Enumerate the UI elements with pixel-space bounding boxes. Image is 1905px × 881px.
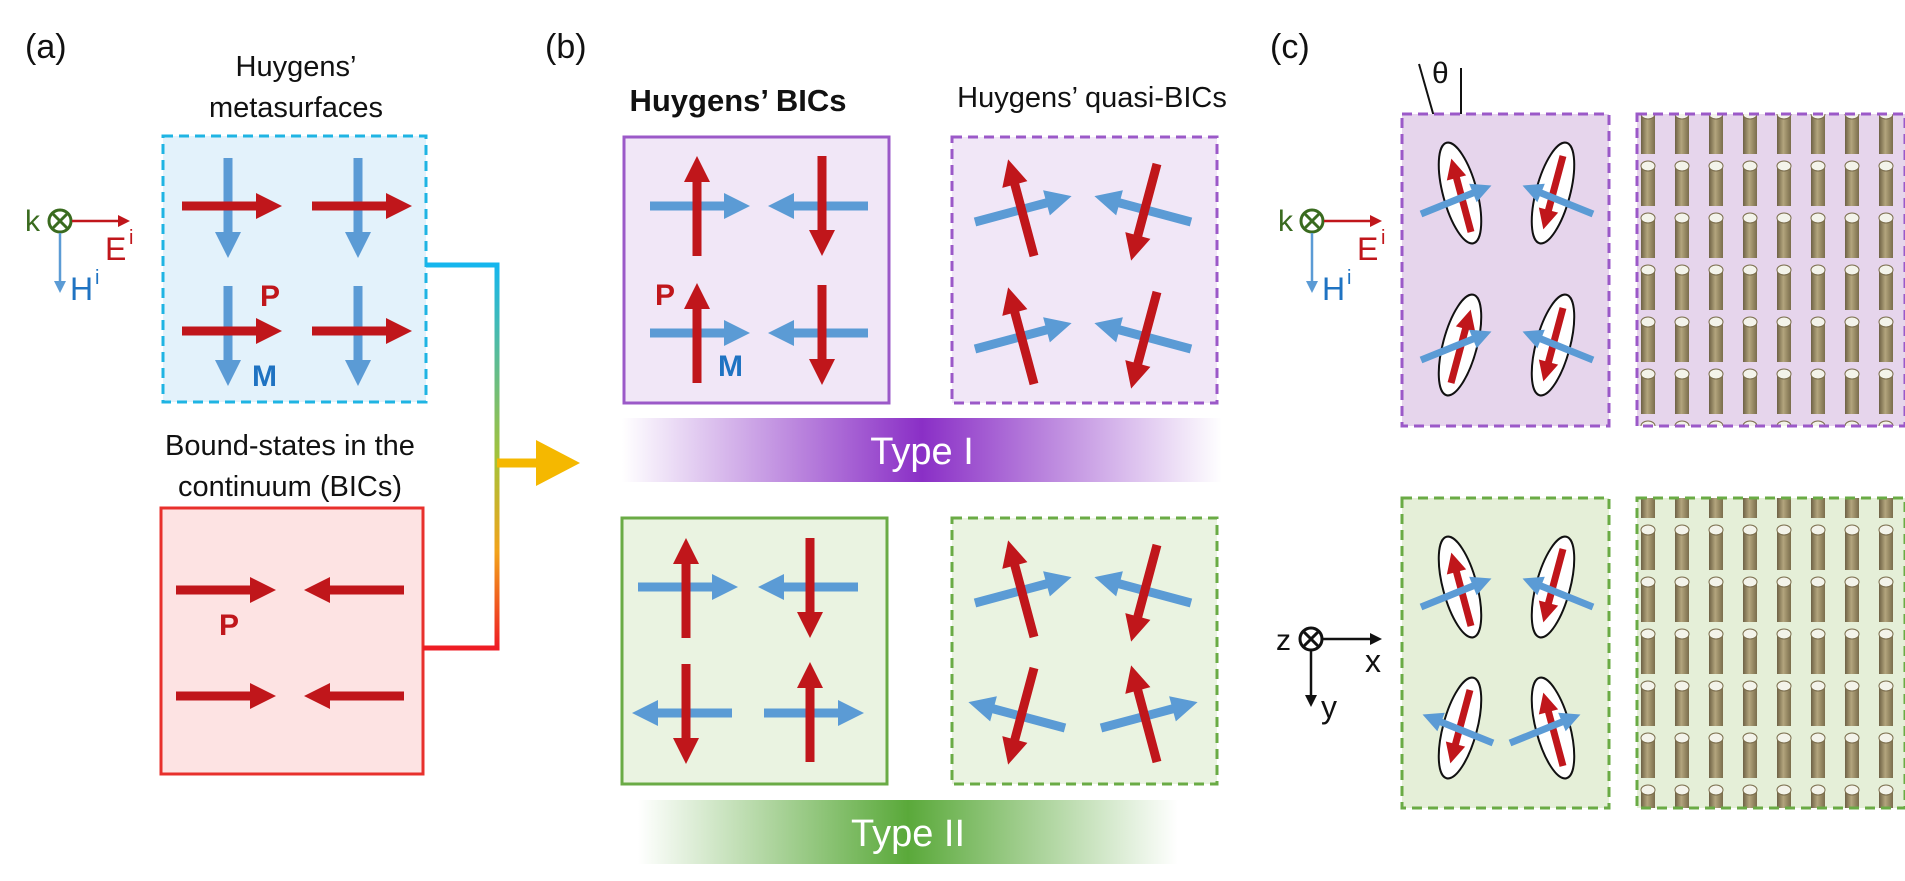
axis-x: x xyxy=(1365,643,1381,679)
bic-box: P xyxy=(159,506,425,776)
meta-label-p: P xyxy=(260,280,280,313)
bic-title-line2: continuum (BICs) xyxy=(178,471,402,503)
type2-unit-cell xyxy=(1400,496,1611,810)
axis-e-sup-c: i xyxy=(1381,227,1385,249)
type1-label-m: M xyxy=(718,350,743,383)
type2-bic-box xyxy=(620,516,889,786)
type2-qbic-box xyxy=(950,516,1219,786)
axes-z-x-y: z x y xyxy=(1276,624,1382,725)
type1-bar xyxy=(622,418,1222,482)
qbic-header: Huygens’ quasi-BICs xyxy=(957,82,1227,114)
panel-c-label: (c) xyxy=(1270,28,1310,66)
type1-label-p: P xyxy=(655,279,675,312)
theta-label: θ xyxy=(1432,57,1449,90)
axis-h-c: H xyxy=(1322,271,1345,307)
axis-h-sup: i xyxy=(95,267,99,289)
bic-label-p: P xyxy=(219,609,239,642)
axis-h-sup-c: i xyxy=(1347,267,1351,289)
axis-k: k xyxy=(25,205,41,238)
type2-bar xyxy=(638,800,1178,864)
type2-label: Type II xyxy=(851,813,965,855)
meta-title-line1: Huygens’ xyxy=(236,51,357,83)
axis-k-c: k xyxy=(1278,205,1294,238)
panel-b-label: (b) xyxy=(545,28,587,66)
connector-arrow-icon xyxy=(536,440,580,486)
meta-label-m: M xyxy=(252,360,277,393)
connector xyxy=(423,262,580,651)
axis-y: y xyxy=(1321,689,1337,725)
type2-pillar-render xyxy=(1635,496,1905,810)
type1-qbic-box xyxy=(950,135,1219,405)
type1-unit-cell xyxy=(1400,112,1611,428)
axis-e: E xyxy=(105,231,126,267)
type1-label: Type I xyxy=(870,431,974,473)
panel-a-label: (a) xyxy=(25,28,67,66)
axes-k-e-h-c: k E i H i xyxy=(1278,205,1385,307)
axis-e-c: E xyxy=(1357,231,1378,267)
axes-k-e-h: k E i H i xyxy=(25,205,133,307)
bic-header: Huygens’ BICs xyxy=(629,83,846,118)
axis-h: H xyxy=(70,271,93,307)
meta-title-line2: metasurfaces xyxy=(209,92,383,124)
type1-pillar-render xyxy=(1635,112,1905,428)
type1-bic-box: P M xyxy=(622,135,891,405)
metasurface-box: P M xyxy=(161,134,428,404)
axis-z: z xyxy=(1276,624,1291,657)
bic-title-line1: Bound-states in the xyxy=(165,430,415,462)
axis-e-sup: i xyxy=(129,227,133,249)
